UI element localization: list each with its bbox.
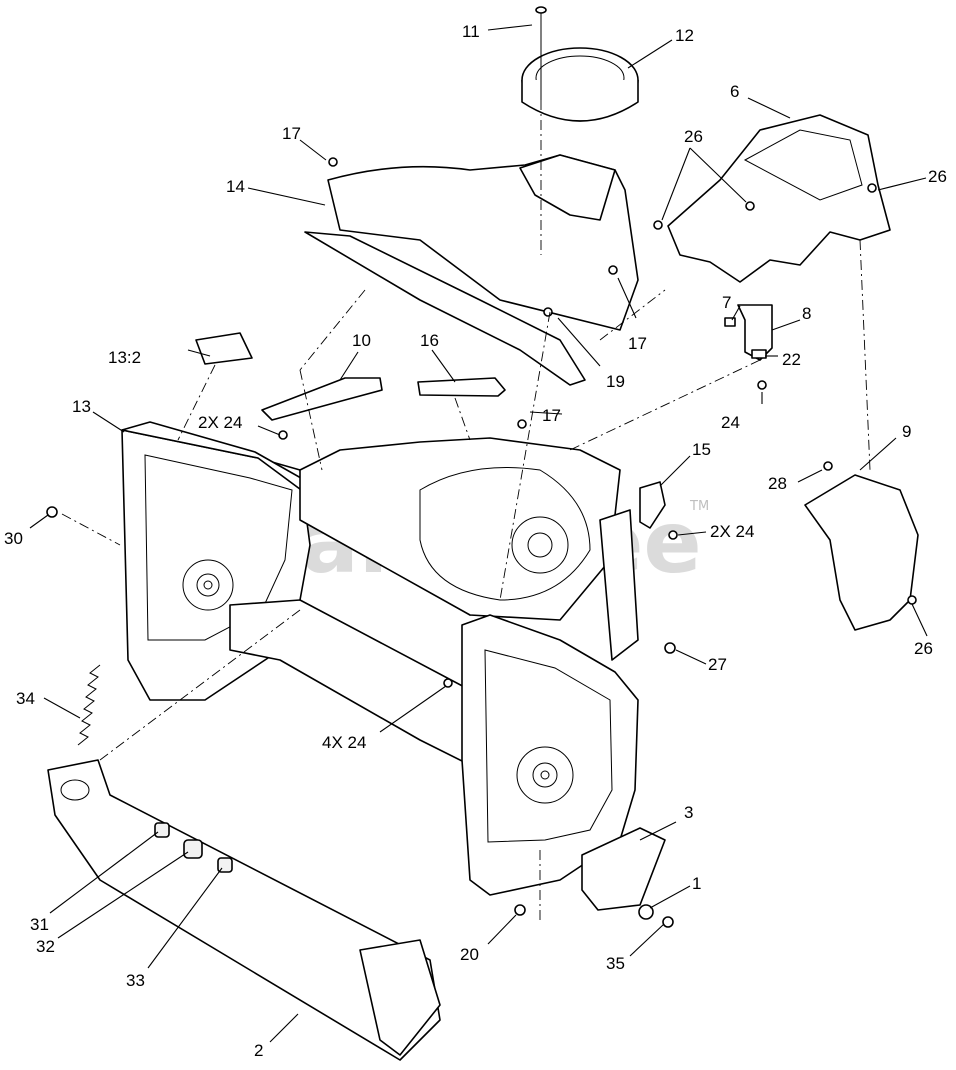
callout-33: 33 (126, 971, 145, 990)
skid-shoe-3 (581, 827, 666, 911)
chute-base (304, 154, 639, 386)
callout-labels: 11 12 6 26 26 17 14 17 19 13:2 10 16 13 … (4, 22, 947, 1060)
callout-12: 12 (675, 26, 694, 45)
right-side-plate (461, 614, 639, 896)
callout-30: 30 (4, 529, 23, 548)
bushing-32 (183, 839, 203, 859)
callout-27: 27 (708, 655, 727, 674)
callout-7: 7 (722, 293, 731, 312)
lower-panel (229, 599, 471, 766)
callout-28: 28 (768, 474, 787, 493)
callout-17-center: 17 (542, 406, 561, 425)
callout-26-top: 26 (684, 127, 703, 146)
callout-4x24: 4X 24 (322, 733, 366, 752)
callout-26-bottom: 26 (914, 639, 933, 658)
bracket-16 (417, 377, 506, 397)
spring-34 (77, 664, 101, 746)
callout-17-right: 17 (628, 334, 647, 353)
callout-19: 19 (606, 372, 625, 391)
callout-17-top: 17 (282, 124, 301, 143)
callout-13-2: 13:2 (108, 348, 141, 367)
bracket-10 (261, 377, 383, 421)
decal-13-2 (195, 332, 253, 365)
skid-frame-2 (47, 759, 441, 1061)
callout-20: 20 (460, 945, 479, 964)
callout-15: 15 (692, 440, 711, 459)
callout-32: 32 (36, 937, 55, 956)
callout-2: 2 (254, 1041, 263, 1060)
callout-9: 9 (902, 422, 911, 441)
chute-ring (521, 47, 639, 122)
housing-assembly (121, 421, 639, 896)
callout-34: 34 (16, 689, 35, 708)
callout-1: 1 (692, 874, 701, 893)
callout-35: 35 (606, 954, 625, 973)
callout-10: 10 (352, 331, 371, 350)
callout-2x24-left: 2X 24 (198, 413, 242, 432)
callout-14: 14 (226, 177, 245, 196)
callout-3: 3 (684, 803, 693, 822)
right-bracket-plate (599, 509, 639, 661)
callout-2x24-right: 2X 24 (710, 522, 754, 541)
callout-13: 13 (72, 397, 91, 416)
chute-deflector-9 (804, 474, 919, 631)
callout-22: 22 (782, 350, 801, 369)
callout-11: 11 (462, 22, 480, 41)
bracket-15 (639, 481, 666, 529)
callout-31: 31 (30, 915, 49, 934)
callout-8: 8 (802, 304, 811, 323)
callout-24: 24 (721, 413, 740, 432)
screw-11 (535, 6, 547, 100)
callout-6: 6 (730, 82, 739, 101)
assembly-lines (61, 100, 871, 920)
fasteners (46, 157, 917, 928)
callout-16: 16 (420, 331, 439, 350)
callout-26-right: 26 (928, 167, 947, 186)
spacer-31 (154, 822, 170, 838)
rear-shell (299, 437, 621, 621)
leader-lines (29, 24, 928, 1043)
watermark-trademark: TM (689, 499, 709, 514)
